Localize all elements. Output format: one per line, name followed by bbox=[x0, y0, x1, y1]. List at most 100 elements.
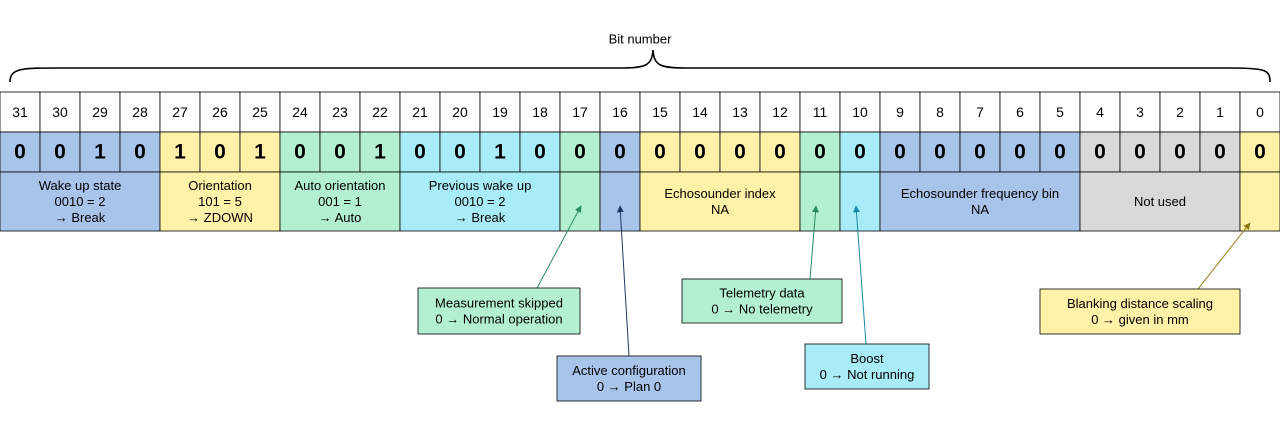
bit-value-cell: 0 bbox=[799, 131, 841, 173]
field-label-line: 001 = 1 bbox=[318, 194, 362, 209]
bit-number-cell: 7 bbox=[959, 91, 1001, 133]
bit-value-cell: 0 bbox=[279, 131, 321, 173]
bit-value-cell: 1 bbox=[79, 131, 121, 173]
bit-number: 8 bbox=[936, 104, 944, 120]
bit-value: 0 bbox=[814, 141, 826, 164]
telemetry-data-arrow bbox=[809, 205, 819, 280]
bit-number: 31 bbox=[12, 104, 28, 120]
bit-value: 0 bbox=[774, 141, 786, 164]
bit-value: 0 bbox=[574, 141, 586, 164]
bit-number-cell: 23 bbox=[319, 91, 361, 133]
bit-number-cell: 29 bbox=[79, 91, 121, 133]
bit-number-cell: 14 bbox=[679, 91, 721, 133]
field-boost-cell bbox=[839, 171, 881, 232]
bit-number: 19 bbox=[492, 104, 508, 120]
bit-number: 7 bbox=[976, 104, 984, 120]
bit-value-cell: 0 bbox=[199, 131, 241, 173]
bit-number-cell: 28 bbox=[119, 91, 161, 133]
bit-value-cell: 1 bbox=[479, 131, 521, 173]
boost-arrow bbox=[852, 205, 867, 345]
field-label-line: Auto orientation bbox=[294, 178, 385, 193]
bit-number-cell: 6 bbox=[999, 91, 1041, 133]
field-not-used: Not used bbox=[1079, 171, 1241, 232]
bit-number: 12 bbox=[772, 104, 788, 120]
bit-number: 0 bbox=[1256, 104, 1264, 120]
bit-number-cell: 3 bbox=[1119, 91, 1161, 133]
bit-number-cell: 24 bbox=[279, 91, 321, 133]
field-telemetry-data-cell bbox=[799, 171, 841, 232]
callout-text-line: Measurement skipped bbox=[435, 296, 563, 311]
bit-number-cell: 17 bbox=[559, 91, 601, 133]
bit-number-cell: 12 bbox=[759, 91, 801, 133]
diagram-title: Bit number bbox=[609, 32, 673, 47]
callout-text-line: 0 → Not running bbox=[820, 367, 915, 382]
bit-value: 0 bbox=[454, 141, 466, 164]
bit-number-cell: 5 bbox=[1039, 91, 1081, 133]
measurement-skipped-arrow bbox=[536, 205, 582, 289]
bit-number-cell: 22 bbox=[359, 91, 401, 133]
bit-value-cell: 0 bbox=[439, 131, 481, 173]
bit-number: 16 bbox=[612, 104, 628, 120]
bit-number: 20 bbox=[452, 104, 468, 120]
bit-number: 27 bbox=[172, 104, 188, 120]
bit-value: 0 bbox=[214, 141, 226, 164]
active-configuration-arrow bbox=[616, 205, 630, 357]
bit-value-cell: 0 bbox=[399, 131, 441, 173]
bit-value-cell: 0 bbox=[119, 131, 161, 173]
field-label-line: Previous wake up bbox=[429, 178, 532, 193]
bit-value-cell: 1 bbox=[159, 131, 201, 173]
field-label-line: Wake up state bbox=[39, 178, 122, 193]
bit-number-cell: 19 bbox=[479, 91, 521, 133]
bit-number: 2 bbox=[1176, 104, 1184, 120]
field-label-line: NA bbox=[711, 202, 729, 217]
bit-range-brace bbox=[9, 49, 1271, 83]
bit-number-cell: 0 bbox=[1239, 91, 1280, 133]
bit-value: 0 bbox=[1214, 141, 1226, 164]
bit-value: 0 bbox=[654, 141, 666, 164]
bit-number: 21 bbox=[412, 104, 428, 120]
bit-value: 0 bbox=[294, 141, 306, 164]
bit-number: 6 bbox=[1016, 104, 1024, 120]
field-label-line: Not used bbox=[1134, 194, 1186, 209]
field-blanking-distance-cell bbox=[1239, 171, 1280, 232]
field-measurement-skipped-cell bbox=[559, 171, 601, 232]
bit-value-cell: 0 bbox=[919, 131, 961, 173]
field-label-line: → Auto bbox=[319, 210, 362, 225]
bit-number: 5 bbox=[1056, 104, 1064, 120]
bit-value-cell: 0 bbox=[1239, 131, 1280, 173]
bit-number-cell: 4 bbox=[1079, 91, 1121, 133]
bit-value: 0 bbox=[1054, 141, 1066, 164]
bit-value: 0 bbox=[1014, 141, 1026, 164]
bit-number: 29 bbox=[92, 104, 108, 120]
bit-number-cell: 16 bbox=[599, 91, 641, 133]
bit-number: 1 bbox=[1216, 104, 1224, 120]
bit-value: 0 bbox=[854, 141, 866, 164]
bit-value: 0 bbox=[1174, 141, 1186, 164]
field-label-line: 0010 = 2 bbox=[55, 194, 106, 209]
bit-value: 1 bbox=[94, 141, 106, 164]
callout-text-line: 0 → given in mm bbox=[1091, 312, 1189, 327]
bit-number: 26 bbox=[212, 104, 228, 120]
blanking-distance-scaling-arrow bbox=[1197, 222, 1251, 290]
bit-value: 0 bbox=[734, 141, 746, 164]
bit-value-cell: 0 bbox=[879, 131, 921, 173]
bit-number: 24 bbox=[292, 104, 308, 120]
bit-value: 0 bbox=[54, 141, 66, 164]
bit-number-cell: 31 bbox=[0, 91, 41, 133]
bit-number-cell: 1 bbox=[1199, 91, 1241, 133]
field-label-line: Orientation bbox=[188, 178, 252, 193]
callout-text-line: Telemetry data bbox=[719, 286, 805, 301]
bit-number-cell: 11 bbox=[799, 91, 841, 133]
field-label-line: → Break bbox=[455, 210, 506, 225]
bit-number: 22 bbox=[372, 104, 388, 120]
bit-number: 13 bbox=[732, 104, 748, 120]
